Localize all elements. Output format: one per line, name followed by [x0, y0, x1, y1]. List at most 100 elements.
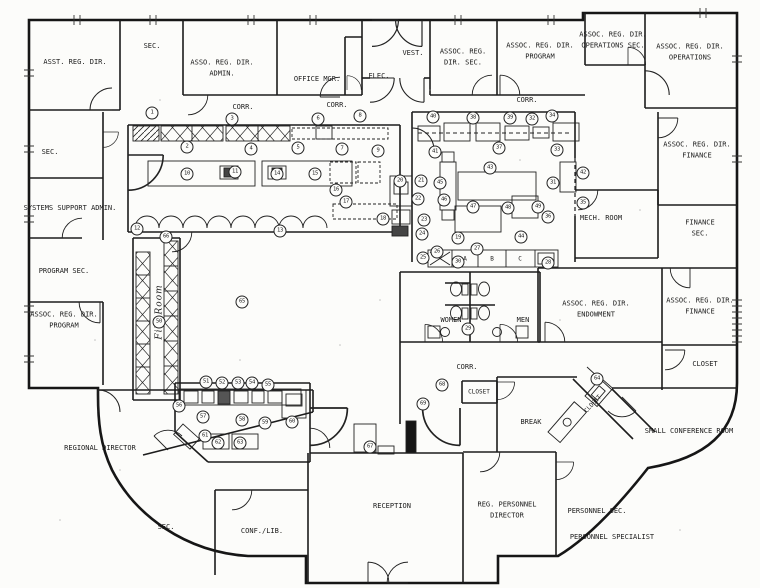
- room-label-elec: ELEC.: [368, 71, 390, 80]
- room-label-program-sec: PROGRAM SEC.: [38, 266, 90, 275]
- room-label-office-mgr: OFFICE MGR.: [293, 74, 341, 83]
- room-label-file-room: File Room: [154, 284, 165, 340]
- corr-label-1: CORR.: [232, 102, 254, 111]
- equipment-marker-4: 4: [244, 142, 258, 156]
- equipment-marker-17: 17: [339, 195, 353, 209]
- room-label-personnel-specialist: PERSONNEL SPECIALIST: [569, 532, 655, 541]
- equipment-marker-22: 22: [411, 192, 425, 206]
- equipment-marker-21: 21: [414, 174, 428, 188]
- room-label-women: WOMEN: [440, 315, 462, 324]
- equipment-marker-23: 23: [417, 213, 431, 227]
- equipment-marker-64: 64: [590, 372, 604, 386]
- room-label-sec-top: SEC.: [143, 41, 161, 50]
- room-label-break: BREAK: [520, 417, 542, 426]
- equipment-marker-3: 3: [225, 112, 239, 126]
- equipment-marker-29: 29: [461, 322, 475, 336]
- equipment-marker-32: 32: [525, 112, 539, 126]
- equipment-marker-12: 12: [130, 222, 144, 236]
- equipment-marker-28: 28: [541, 256, 555, 270]
- room-label-small-conf: SMALL CONFERENCE ROOM: [644, 426, 734, 435]
- equipment-marker-41: 41: [428, 145, 442, 159]
- equipment-marker-63: 63: [233, 436, 247, 450]
- equipment-marker-49: 49: [531, 200, 545, 214]
- equipment-marker-42: 42: [576, 166, 590, 180]
- room-label-assoc-operations-sec: ASSOC. REG. DIR. OPERATIONS SEC.: [579, 30, 647, 50]
- equipment-marker-56: 56: [172, 399, 186, 413]
- equipment-marker-26: 26: [430, 245, 444, 259]
- equipment-marker-68: 68: [435, 378, 449, 392]
- equipment-marker-57: 57: [196, 410, 210, 424]
- counter-cell-a: A: [463, 255, 467, 263]
- equipment-marker-24: 24: [415, 227, 429, 241]
- room-label-asst-reg-dir: ASST. REG. DIR.: [43, 57, 107, 66]
- room-label-assoc-program-left: ASSOC. REG. DIR. PROGRAM: [30, 310, 98, 330]
- room-label-finance-sec: FINANCE SEC.: [685, 218, 715, 238]
- equipment-marker-10: 10: [180, 167, 194, 181]
- room-label-endowment: ASSOC. REG. DIR. ENDOWMENT: [562, 299, 630, 319]
- equipment-marker-61: 61: [198, 429, 212, 443]
- room-label-mech-room: MECH. ROOM: [579, 213, 623, 222]
- equipment-marker-60: 60: [285, 415, 299, 429]
- room-label-closet-center: CLOSET: [468, 388, 490, 396]
- corr-label-4: CORR.: [456, 362, 478, 371]
- equipment-marker-37: 37: [492, 141, 506, 155]
- equipment-marker-15: 15: [308, 167, 322, 181]
- equipment-marker-38: 38: [466, 111, 480, 125]
- equipment-marker-36: 36: [541, 210, 555, 224]
- equipment-marker-35: 35: [576, 196, 590, 210]
- room-label-assoc-dir-sec: ASSOC. REG. DIR. SEC.: [439, 47, 487, 67]
- equipment-marker-62: 62: [211, 436, 225, 450]
- equipment-marker-43: 43: [483, 161, 497, 175]
- equipment-marker-44: 44: [514, 230, 528, 244]
- equipment-marker-11: 11: [228, 165, 242, 179]
- room-label-assoc-operations: ASSOC. REG. DIR. OPERATIONS: [656, 42, 724, 62]
- equipment-marker-33: 33: [550, 143, 564, 157]
- equipment-marker-16: 16: [329, 183, 343, 197]
- equipment-marker-45: 45: [433, 176, 447, 190]
- equipment-marker-39: 39: [503, 111, 517, 125]
- room-label-closet-right: CLOSET: [692, 359, 718, 368]
- room-label-sec-left: SEC.: [41, 147, 59, 156]
- equipment-marker-18: 18: [376, 212, 390, 226]
- room-label-personnel-sec: PERSONNEL SEC.: [567, 506, 627, 515]
- equipment-marker-59: 59: [258, 416, 272, 430]
- equipment-marker-67: 67: [363, 440, 377, 454]
- corr-label-2: CORR.: [326, 100, 348, 109]
- room-label-regional-director: REGIONAL DIRECTOR: [64, 443, 136, 452]
- room-label-systems-support: SYSTEMS SUPPORT ADMIN.: [23, 203, 117, 212]
- equipment-marker-31: 31: [546, 176, 560, 190]
- room-label-assoc-finance-top: ASSOC. REG. DIR. FINANCE: [663, 140, 731, 160]
- room-label-vest: VEST.: [402, 48, 424, 57]
- equipment-marker-7: 7: [335, 142, 349, 156]
- room-label-asso-admin: ASSO. REG. DIR. ADMIN.: [190, 58, 254, 78]
- equipment-marker-9: 9: [371, 144, 385, 158]
- equipment-marker-53: 53: [231, 376, 245, 390]
- corr-label-3: CORR.: [516, 95, 538, 104]
- room-label-sec-bottom: SEC.: [157, 522, 175, 531]
- equipment-marker-13: 13: [273, 224, 287, 238]
- equipment-marker-48: 48: [501, 201, 515, 215]
- equipment-marker-52: 52: [215, 376, 229, 390]
- room-label-men: MEN: [516, 315, 530, 324]
- equipment-marker-51: 51: [199, 375, 213, 389]
- room-label-reg-personnel: REG. PERSONNEL DIRECTOR: [477, 500, 537, 520]
- equipment-marker-58: 58: [235, 413, 249, 427]
- equipment-marker-14: 14: [270, 167, 284, 181]
- counter-cell-c: C: [518, 255, 522, 263]
- equipment-marker-55: 55: [261, 378, 275, 392]
- equipment-marker-54: 54: [245, 376, 259, 390]
- room-label-assoc-program-top: ASSOC. REG. DIR. PROGRAM: [506, 41, 574, 61]
- equipment-marker-40: 40: [426, 110, 440, 124]
- equipment-marker-1: 1: [145, 106, 159, 120]
- equipment-marker-8: 8: [353, 109, 367, 123]
- equipment-marker-19: 19: [451, 231, 465, 245]
- equipment-marker-34: 34: [545, 109, 559, 123]
- equipment-marker-5: 5: [291, 141, 305, 155]
- equipment-marker-25: 25: [416, 251, 430, 265]
- equipment-marker-6: 6: [311, 112, 325, 126]
- equipment-marker-47: 47: [466, 200, 480, 214]
- equipment-marker-27: 27: [470, 242, 484, 256]
- equipment-marker-69: 69: [416, 397, 430, 411]
- equipment-marker-66: 66: [159, 230, 173, 244]
